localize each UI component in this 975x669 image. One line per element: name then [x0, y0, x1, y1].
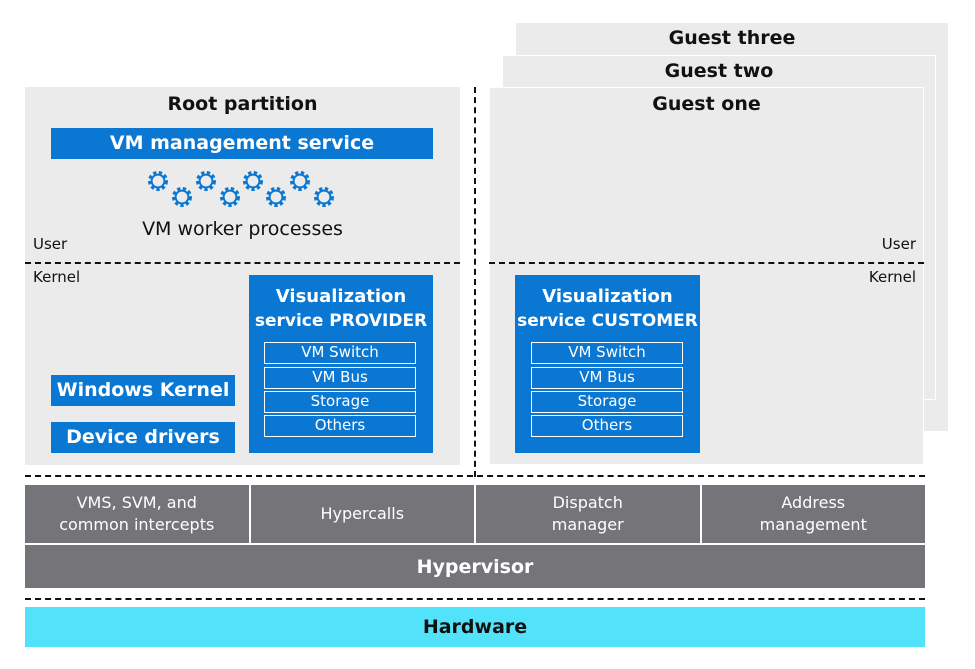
provider-vm-bus: VM Bus	[264, 367, 416, 389]
guest-kernel-label: Kernel	[868, 268, 916, 286]
guest-one-title: Guest one	[652, 93, 761, 115]
root-partition-title: Root partition	[167, 93, 318, 115]
customer-title-line1: Visualization	[542, 286, 673, 307]
hv-cell-line: Hypercalls	[320, 504, 405, 523]
hardware-bar: Hardware	[25, 607, 925, 647]
hv-cell-line: common intercepts	[59, 515, 215, 534]
windows-kernel-box: Windows Kernel	[51, 375, 235, 406]
hypervisor-components-row: VMS, SVM, and common intercepts Hypercall…	[25, 485, 925, 543]
partition-hypervisor-divider	[25, 475, 925, 477]
root-user-label: User	[33, 235, 68, 253]
device-drivers-box: Device drivers	[51, 422, 235, 453]
gear-icon	[148, 171, 168, 191]
partition-divider	[474, 87, 476, 477]
hv-cell-line: manager	[551, 515, 624, 534]
hv-cell-intercepts: VMS, SVM, and common intercepts	[25, 485, 249, 543]
provider-vm-switch: VM Switch	[264, 342, 416, 364]
provider-storage: Storage	[264, 391, 416, 413]
customer-others: Others	[531, 415, 683, 437]
hv-cell-address: Address management	[701, 485, 925, 543]
hv-cell-line: Address	[781, 493, 846, 512]
root-kernel-label: Kernel	[33, 268, 81, 286]
hv-cell-hypercalls: Hypercalls	[250, 485, 474, 543]
customer-vm-switch: VM Switch	[531, 342, 683, 364]
gear-icon	[172, 187, 192, 207]
gear-icon	[313, 187, 335, 207]
root-user-kernel-divider	[25, 262, 460, 264]
visualization-provider-box	[249, 275, 433, 453]
gear-icon	[196, 171, 216, 191]
hv-cell-dispatch: Dispatch manager	[476, 485, 700, 543]
gear-icon	[243, 171, 264, 191]
hv-cell-line: VMS, SVM, and	[76, 493, 197, 512]
customer-title-line2: service CUSTOMER	[517, 311, 698, 331]
hypervisor-hardware-divider	[25, 598, 925, 600]
hv-cell-line: Dispatch	[552, 493, 623, 512]
customer-storage: Storage	[531, 391, 683, 413]
gear-icon	[289, 171, 311, 191]
worker-gears	[148, 171, 335, 207]
worker-processes-label: VM worker processes	[142, 218, 343, 240]
hypervisor-bar: Hypervisor	[25, 545, 925, 588]
guest-user-label: User	[881, 235, 916, 253]
vm-management-service: VM management service	[51, 128, 433, 159]
provider-title-line1: Visualization	[275, 286, 407, 307]
gear-icon	[265, 187, 287, 207]
gear-icon	[220, 187, 240, 207]
guest-three-title: Guest three	[668, 27, 796, 49]
visualization-customer-box	[515, 275, 700, 453]
guest-two-title: Guest two	[664, 60, 774, 82]
provider-others: Others	[264, 415, 416, 437]
hv-cell-line: management	[759, 515, 867, 534]
provider-title-line2: service PROVIDER	[254, 311, 428, 331]
guest-user-kernel-divider	[489, 262, 924, 264]
customer-vm-bus: VM Bus	[531, 367, 683, 389]
